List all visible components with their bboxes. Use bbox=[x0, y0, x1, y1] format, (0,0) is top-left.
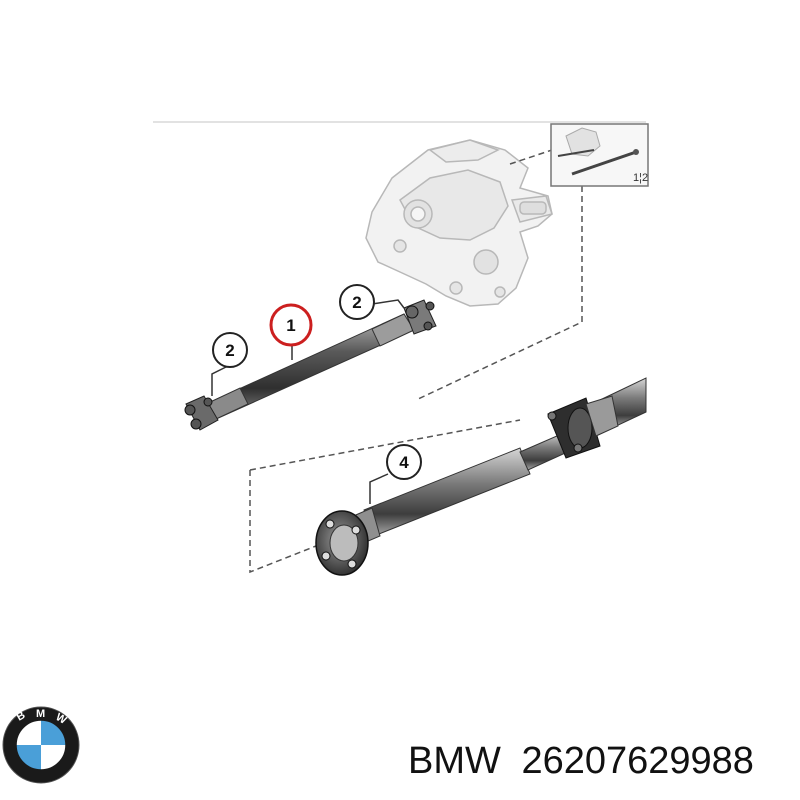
thumbnail-label: 1¦2 bbox=[633, 172, 648, 184]
transfer-case bbox=[365, 139, 553, 307]
thumbnail-inset: 1¦2 bbox=[550, 123, 649, 187]
callout-2-left: 2 bbox=[212, 332, 248, 368]
part-caption: BMW 26207629988 bbox=[408, 736, 793, 786]
center-bearing bbox=[547, 395, 619, 459]
callout-1-label: 1 bbox=[286, 316, 295, 335]
highlight-ring bbox=[269, 303, 313, 347]
part-number: 26207629988 bbox=[521, 740, 754, 782]
callout-2-right-label: 2 bbox=[352, 293, 361, 312]
callout-2-right: 2 bbox=[339, 284, 375, 320]
front-shaft-right-joint bbox=[403, 299, 437, 335]
brand-name: BMW bbox=[408, 740, 501, 782]
front-shaft-left-joint bbox=[184, 395, 219, 431]
front-drive-shaft bbox=[184, 299, 437, 431]
callout-4-label: 4 bbox=[399, 453, 409, 472]
callout-4: 4 bbox=[386, 444, 422, 480]
callout-1-highlighted: 1 bbox=[269, 303, 313, 347]
rear-shaft-flange bbox=[315, 510, 369, 576]
connector-lines bbox=[249, 149, 583, 574]
callout-2-left-label: 2 bbox=[225, 341, 234, 360]
rear-drive-shaft bbox=[315, 377, 647, 576]
